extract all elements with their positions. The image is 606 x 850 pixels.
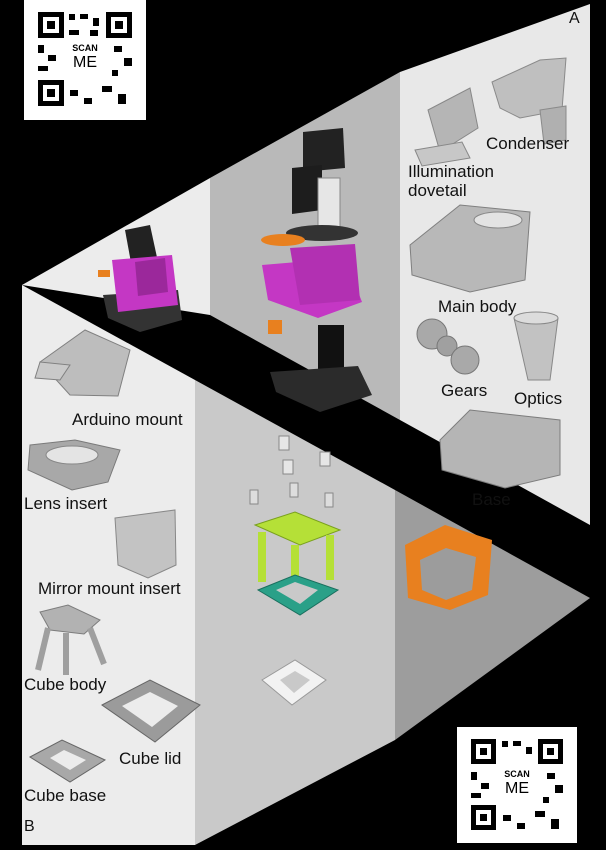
label-cube-base: Cube base bbox=[24, 786, 107, 805]
label-main-body: Main body bbox=[438, 297, 517, 316]
panel-a-section-2 bbox=[210, 72, 400, 420]
label-cube-lid: Cube lid bbox=[119, 749, 182, 768]
qr-scan-label: SCAN bbox=[72, 43, 98, 53]
panel-b-section-3 bbox=[395, 490, 590, 740]
panel-a-letter: A bbox=[569, 10, 580, 27]
base-part bbox=[439, 409, 561, 489]
optics-part bbox=[513, 311, 559, 381]
label-illumination-dovetail: Illumination dovetail bbox=[408, 162, 494, 200]
arduino-mount-part bbox=[34, 329, 131, 397]
qr-me-label: ME bbox=[73, 54, 97, 71]
panel-b-letter: B bbox=[24, 818, 35, 835]
label-condenser: Condenser bbox=[486, 134, 570, 153]
mirror-mount-insert-part bbox=[114, 509, 177, 579]
assembled-cube-render bbox=[405, 525, 492, 610]
exploded-cube-render bbox=[249, 435, 342, 706]
gears-part bbox=[416, 318, 480, 375]
illumination-dovetail-part bbox=[414, 87, 479, 167]
lens-insert-part bbox=[27, 439, 121, 491]
exploded-microscope-render bbox=[261, 128, 372, 412]
qr-scan-label: SCAN bbox=[504, 769, 530, 779]
label-lens-insert: Lens insert bbox=[24, 494, 108, 513]
label-gears: Gears bbox=[441, 381, 488, 400]
small-microscope-render bbox=[98, 225, 182, 332]
cube-lid-part bbox=[101, 679, 201, 743]
label-cube-body: Cube body bbox=[24, 675, 107, 694]
label-mirror-mount-insert: Mirror mount insert bbox=[38, 579, 181, 598]
qr-me-label: ME bbox=[505, 780, 529, 797]
main-body-part bbox=[409, 204, 531, 293]
condenser-part bbox=[491, 57, 567, 145]
label-arduino-mount: Arduino mount bbox=[72, 410, 183, 429]
cube-base-part bbox=[29, 739, 107, 783]
label-optics: Optics bbox=[514, 389, 563, 408]
label-base: Base bbox=[472, 490, 511, 509]
qr-code-pattern-icon bbox=[38, 12, 132, 106]
qr-code-top-left[interactable]: SCAN ME bbox=[24, 0, 146, 120]
qr-code-pattern-icon bbox=[471, 739, 563, 830]
qr-code-bottom-right[interactable]: SCAN ME bbox=[457, 727, 577, 843]
cube-body-part bbox=[35, 604, 107, 675]
